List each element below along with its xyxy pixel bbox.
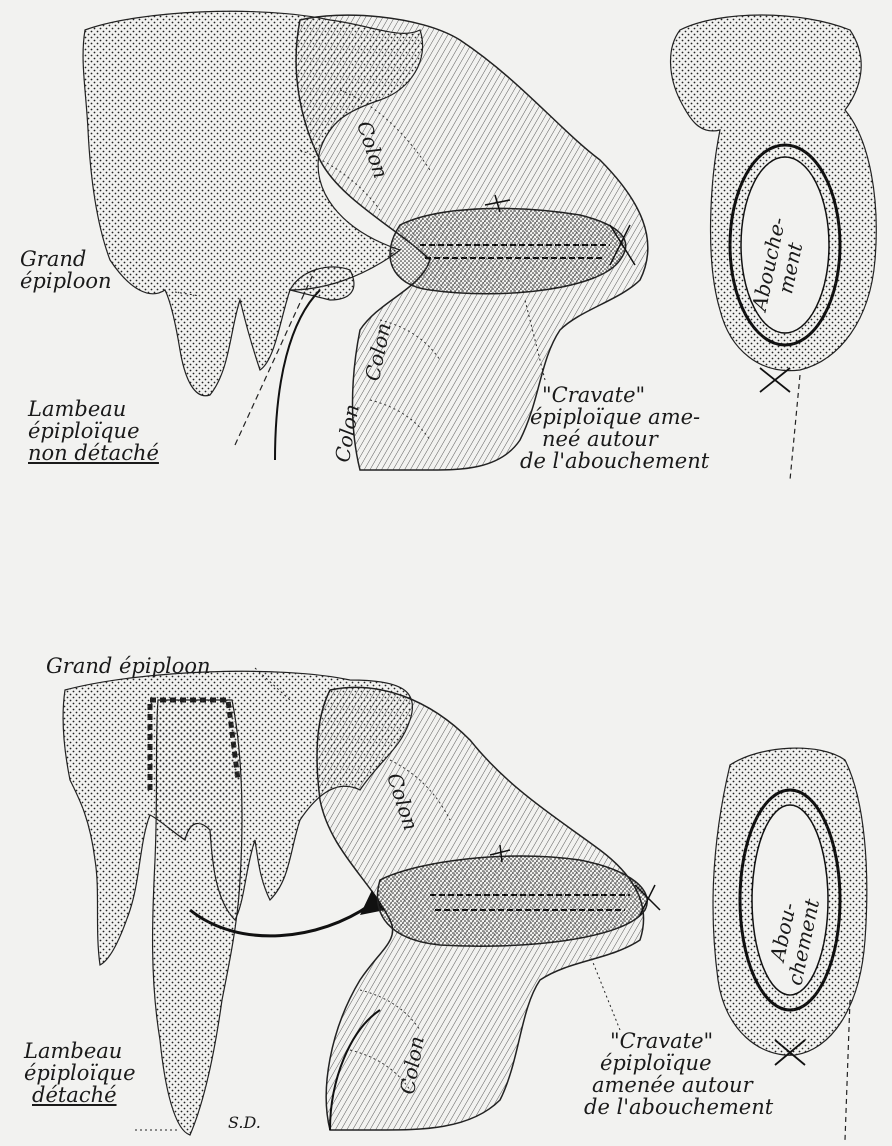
top-label-lambeau: Lambeau épiploïque non détaché bbox=[28, 398, 159, 464]
bottom-label-grand-epiploon: Grand épiploon bbox=[46, 655, 211, 677]
bottom-lambeau bbox=[153, 700, 242, 1135]
artist-signature: S.D. bbox=[228, 1112, 261, 1134]
top-label-grand-epiploon: Grand épiploon bbox=[20, 248, 112, 292]
top-figure bbox=[83, 11, 876, 480]
bottom-cravate bbox=[378, 856, 648, 946]
top-label-cravate: "Cravate" épiploïque ame- neé autour de … bbox=[520, 384, 709, 472]
bottom-label-lambeau: Lambeau épiploïque détaché bbox=[24, 1040, 136, 1106]
bottom-label-cravate: "Cravate" épiploïque amenée autour de l'… bbox=[592, 1030, 773, 1118]
